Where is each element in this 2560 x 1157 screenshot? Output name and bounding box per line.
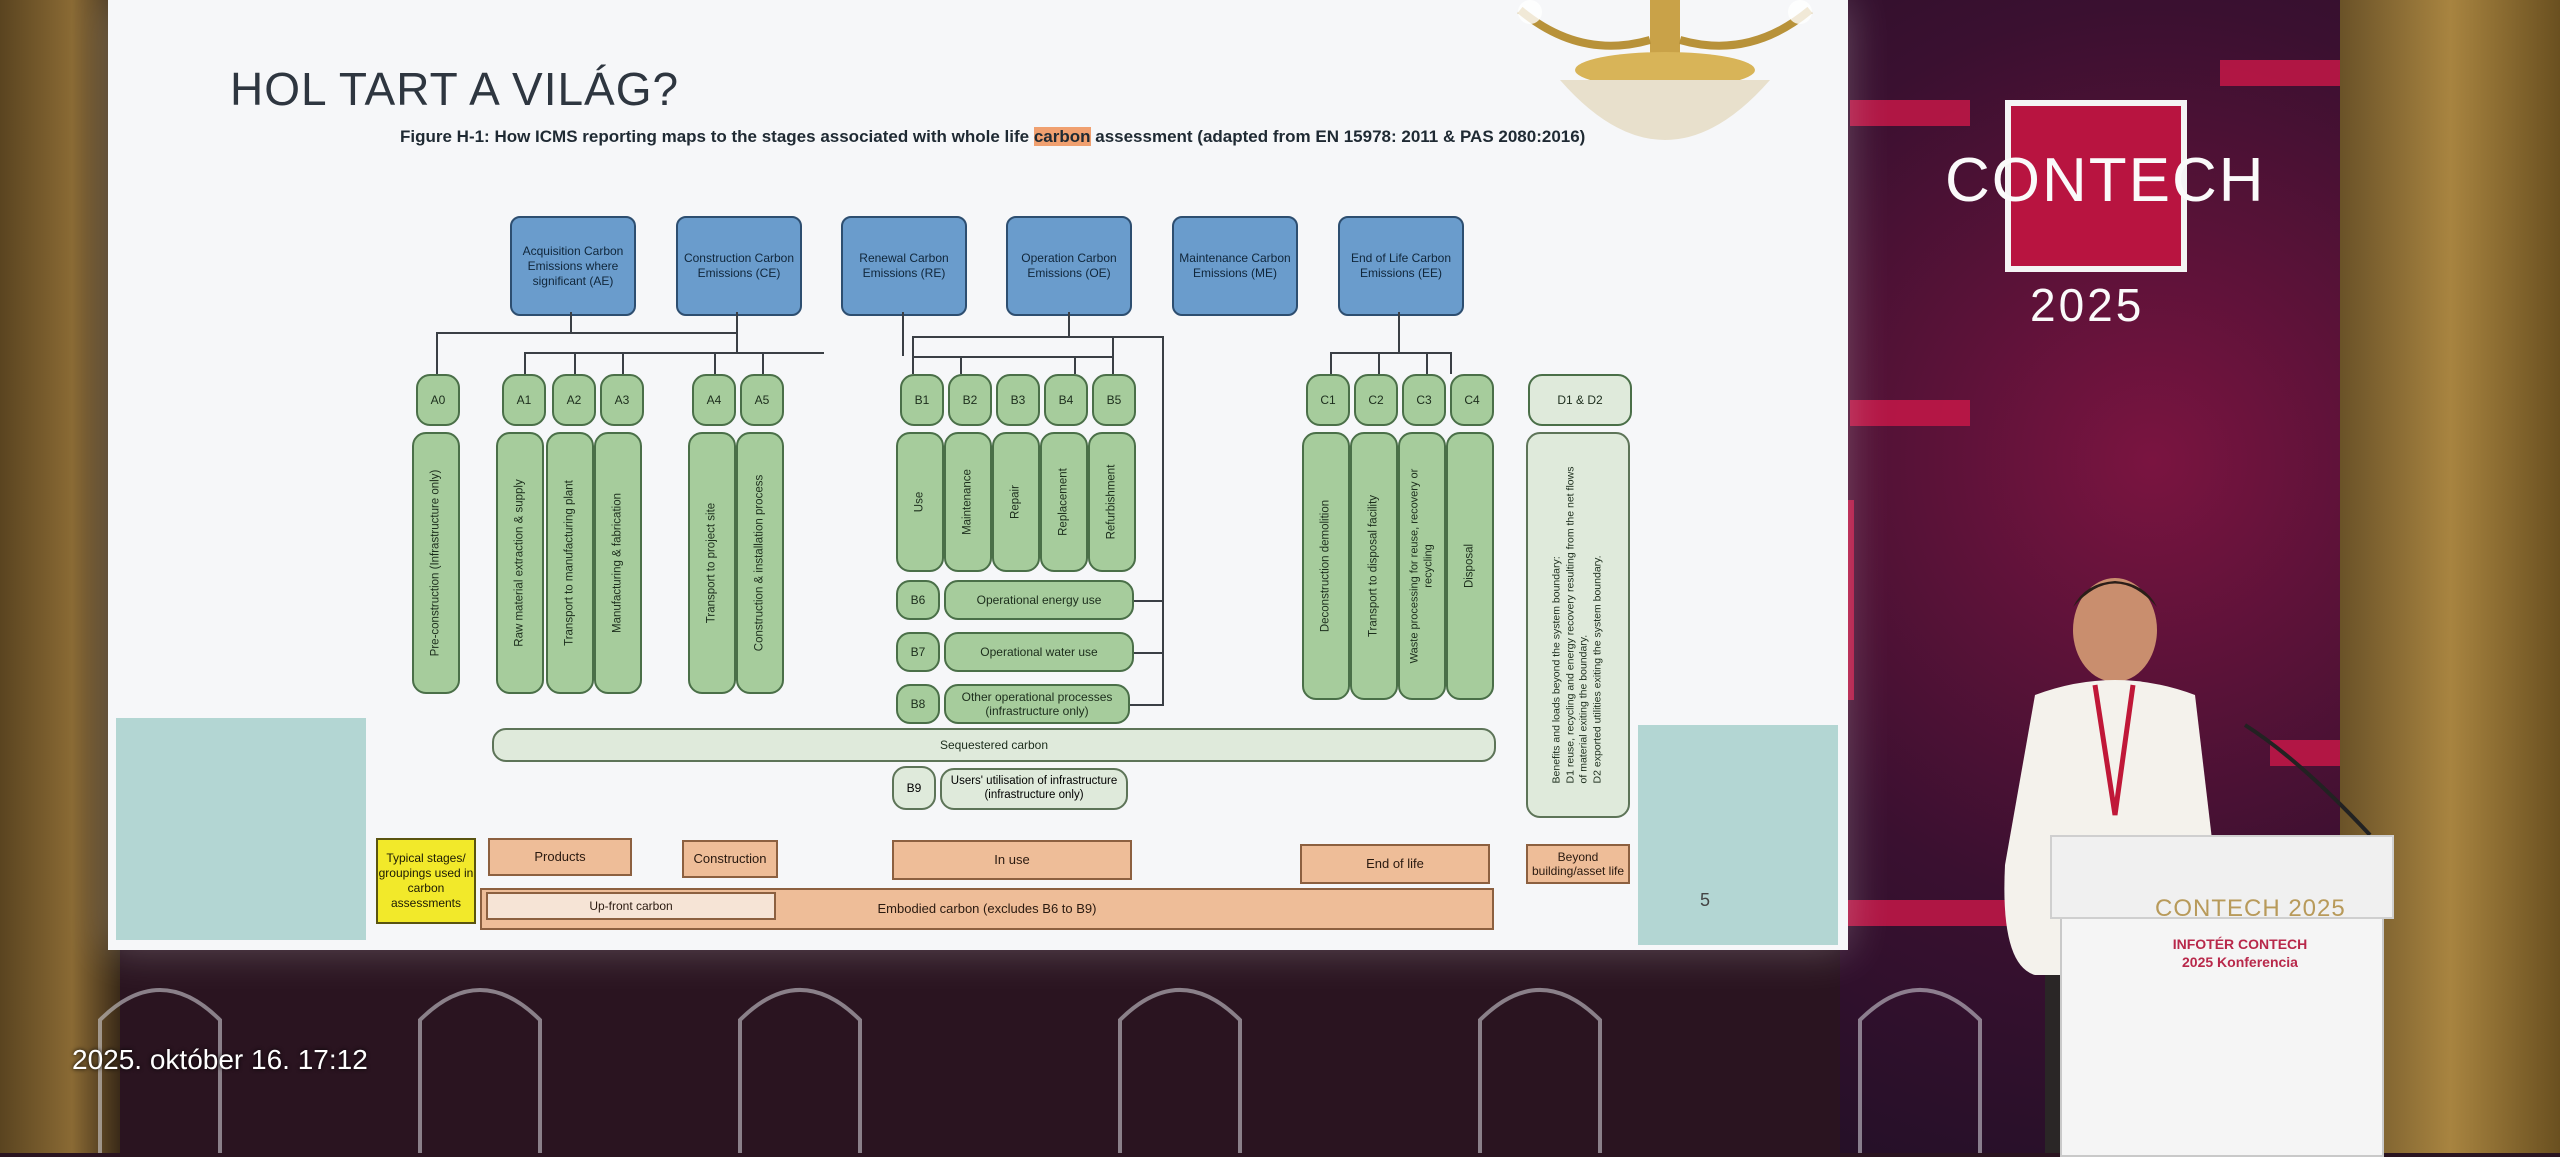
stage-b2-desc: Maintenance [944,432,992,572]
stage-b2: B2 [948,374,992,426]
stage-b5-desc: Refurbishment [1088,432,1136,572]
contech-logo-text: CONTECH [1945,146,2266,215]
stage-c4: C4 [1450,374,1494,426]
stage-a2: A2 [552,374,596,426]
stage-b4-desc: Replacement [1040,432,1088,572]
podium-title: CONTECH 2025 [2155,895,2346,922]
group-products: Products [488,838,632,876]
stage-b6-desc: Operational energy use [944,580,1134,620]
operation-emissions-box: Operation Carbon Emissions (OE) [1006,216,1132,316]
upfront-carbon-bar: Up-front carbon [486,892,776,920]
stage-a4-desc: Transport to project site [688,432,736,694]
microphone [2243,723,2372,837]
stage-b3-desc: Repair [992,432,1040,572]
stage-b1-desc: Use [896,432,944,572]
stage-b9: B9 [892,766,936,810]
stage-a1: A1 [502,374,546,426]
slide-title: HOL TART A VILÁG? [230,63,680,115]
stage-a1-desc: Raw material extraction & supply [496,432,544,694]
stage-a0: A0 [416,374,460,426]
room-wall-left [0,0,120,1153]
stage-a4: A4 [692,374,736,426]
stage-c3: C3 [1402,374,1446,426]
stage-c3-desc: Waste processing for reuse, recovery or … [1398,432,1446,700]
podium-top [2050,835,2394,919]
stage-c2: C2 [1354,374,1398,426]
contech-logo-square [2005,100,2187,272]
stage-a2-desc: Transport to manufacturing plant [546,432,594,694]
stage-b9-desc: Users' utilisation of infrastructure (in… [940,768,1128,810]
sequestered-carbon-bar: Sequestered carbon [492,728,1496,762]
acquisition-emissions-box: Acquisition Carbon Emissions where signi… [510,216,636,316]
figure-caption: Figure H-1: How ICMS reporting maps to t… [400,127,1586,146]
stage-b5: B5 [1092,374,1136,426]
stage-a0-desc: Pre-construction (Infrastructure only) [412,432,460,694]
stage-a3: A3 [600,374,644,426]
contech-logo-year: 2025 [2030,279,2145,331]
stage-b3: B3 [996,374,1040,426]
stage-b7: B7 [896,632,940,672]
chandelier [1517,0,1813,140]
stage-c1-desc: Deconstruction demolition [1302,432,1350,700]
construction-emissions-box: Construction Carbon Emissions (CE) [676,216,802,316]
group-in-use: In use [892,840,1132,880]
stage-d-desc: Benefits and loads beyond the system bou… [1526,432,1630,818]
audience-chairs [98,988,1982,1153]
stage-b1: B1 [900,374,944,426]
podium-subtitle: INFOTÉR CONTECH 2025 Konferencia [2172,936,2308,971]
stage-b6: B6 [896,580,940,620]
stage-c2-desc: Transport to disposal facility [1350,432,1398,700]
carbon-stage-diagram: Acquisition Carbon Emissions where signi… [360,200,1650,940]
stage-b8: B8 [896,684,940,724]
stage-c1: C1 [1306,374,1350,426]
stage-a5: A5 [740,374,784,426]
photo-timestamp: 2025. október 16. 17:12 [72,1044,368,1075]
groupings-legend: Typical stages/ groupings used in carbon… [376,838,476,924]
group-beyond-life: Beyond building/asset life [1526,844,1630,884]
renewal-emissions-box: Renewal Carbon Emissions (RE) [841,216,967,316]
stage-b8-desc: Other operational processes (infrastruct… [944,684,1130,724]
end-of-life-emissions-box: End of Life Carbon Emissions (EE) [1338,216,1464,316]
stage-a3-desc: Manufacturing & fabrication [594,432,642,694]
maintenance-emissions-box: Maintenance Carbon Emissions (ME) [1172,216,1298,316]
stage-c4-desc: Disposal [1446,432,1494,700]
stage-b4: B4 [1044,374,1088,426]
stage-a5-desc: Construction & installation process [736,432,784,694]
slide-page-number: 5 [1700,890,1711,910]
stage-d1-d2: D1 & D2 [1528,374,1632,426]
group-construction: Construction [682,840,778,878]
group-end-of-life: End of life [1300,844,1490,884]
stage-b7-desc: Operational water use [944,632,1134,672]
